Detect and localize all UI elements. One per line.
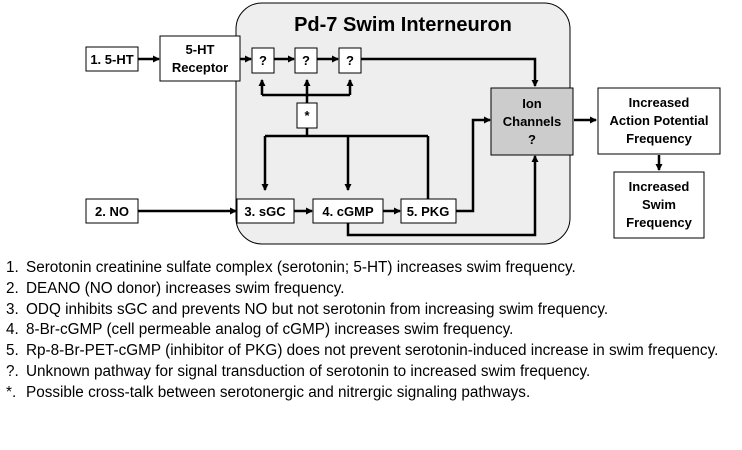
svg-text:?: ? [346,53,354,68]
footnote-item: 2. DEANO (NO donor) increases swim freque… [6,279,736,300]
node-no-input: 2. NO [85,198,139,224]
svg-text:1. 5-HT: 1. 5-HT [90,52,133,67]
svg-text:Receptor: Receptor [172,60,228,75]
footnote-item: 5. Rp-8-Br-PET-cGMP (inhibitor of PKG) do… [6,341,736,362]
svg-text:?: ? [302,53,310,68]
node-5ht-input: 1. 5-HT [85,46,139,72]
connectors [138,55,663,237]
footnote-marker: 2. [6,279,19,297]
node-unknown-1: ? [251,47,275,74]
svg-text:4. cGMP: 4. cGMP [322,204,374,219]
footnote-marker: 4. [6,321,19,339]
node-crosstalk: * [296,102,318,129]
svg-text:5. PKG: 5. PKG [407,204,450,219]
footnote-text: 8-Br-cGMP (cell permeable analog of cGMP… [26,321,514,339]
footnote-text: Unknown pathway for signal transduction … [26,362,591,380]
footnote-marker: *. [6,383,17,401]
node-increased-swim: Increased Swim Frequency [613,171,705,239]
footnote-item: 4. 8-Br-cGMP (cell permeable analog of cG… [6,320,736,341]
footnote-text: ODQ inhibits sGC and prevents NO but not… [26,300,609,318]
node-ion-channels: Ion Channels ? [490,87,574,156]
footnote-text: Rp-8-Br-PET-cGMP (inhibitor of PKG) does… [26,342,719,360]
footnote-text: DEANO (NO donor) increases swim frequenc… [26,279,345,297]
footnote-text: Possible cross-talk between serotonergic… [26,383,531,401]
svg-text:Increased: Increased [629,179,690,194]
footnote-item: ?. Unknown pathway for signal transductio… [6,362,736,383]
footnote-item: 3. ODQ inhibits sGC and prevents NO but n… [6,300,736,321]
node-sgc: 3. sGC [236,198,295,224]
node-cgmp: 4. cGMP [312,198,384,224]
svg-text:Frequency: Frequency [626,215,693,230]
svg-text:Action Potential: Action Potential [610,113,709,128]
svg-text:5-HT: 5-HT [186,42,215,57]
node-increased-ap: Increased Action Potential Frequency [597,87,721,155]
arrow-pkg-to-ion [456,116,491,213]
footnote-item: 1. Serotonin creatinine sulfate complex (… [6,258,736,279]
svg-text:Swim: Swim [642,197,676,212]
svg-text:Frequency: Frequency [626,131,693,146]
node-unknown-3: ? [338,47,362,74]
arrow-cgmp-bypass-to-ion [346,155,539,237]
svg-text:*: * [304,108,310,123]
footnote-marker: 1. [6,259,19,276]
footnote-marker: 3. [6,300,19,318]
neuron-title: Pd-7 Swim Interneuron [294,14,512,36]
svg-text:Ion: Ion [522,96,542,111]
arrow-q3-to-ion [361,57,539,87]
svg-text:Increased: Increased [629,95,690,110]
svg-text:?: ? [528,132,536,147]
footnote-marker: 5. [6,342,19,360]
svg-text:2. NO: 2. NO [95,204,129,219]
pathway-diagram: Pd-7 Swim Interneuron 1. 5-HT [85,2,721,245]
node-unknown-2: ? [294,47,318,74]
svg-text:Channels: Channels [503,114,562,129]
footnotes-list: 1. Serotonin creatinine sulfate complex (… [6,258,736,404]
svg-text:?: ? [259,53,267,68]
footnote-item: *. Possible cross-talk between serotonerg… [6,383,736,404]
node-5ht-receptor: 5-HT Receptor [159,35,241,82]
footnote-marker: ?. [6,362,19,380]
svg-text:3. sGC: 3. sGC [244,204,286,219]
footnote-text: Serotonin creatinine sulfate complex (se… [26,259,576,276]
node-pkg: 5. PKG [400,198,457,224]
